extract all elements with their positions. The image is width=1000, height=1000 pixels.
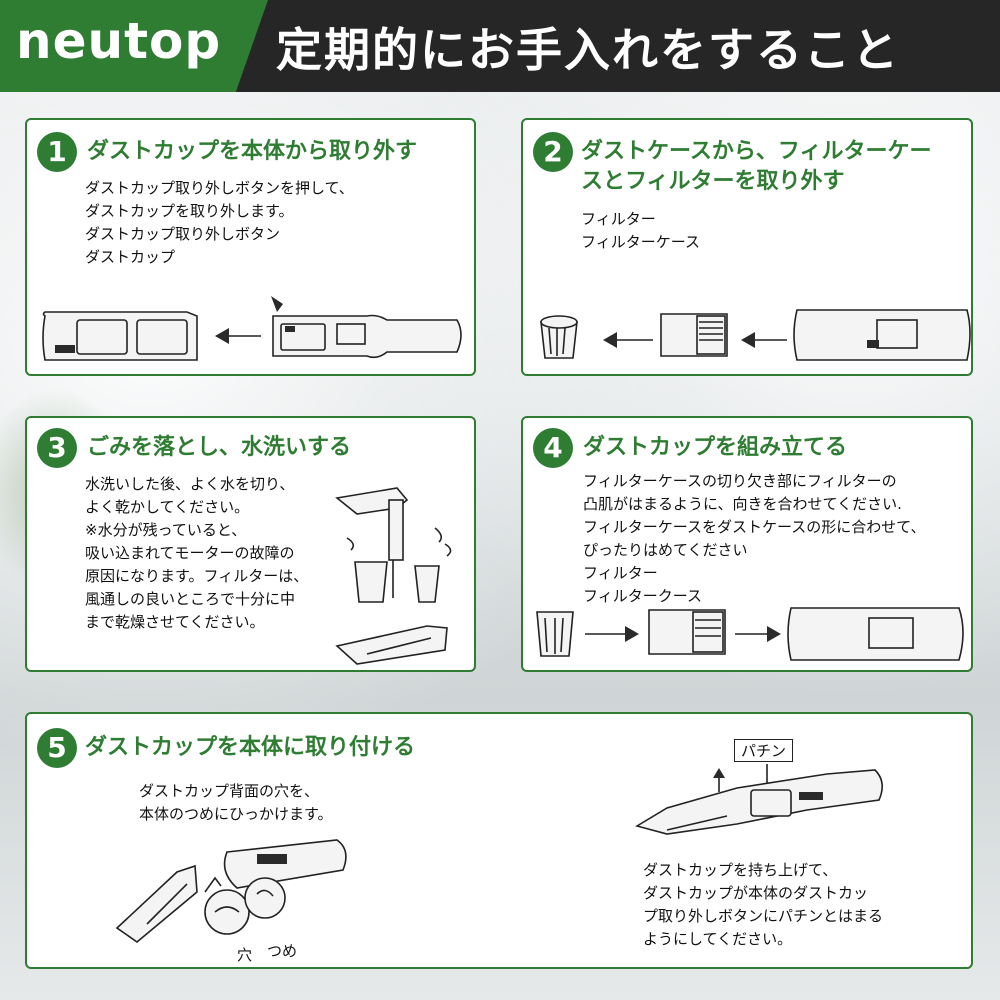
step-4-line: フィルター <box>583 564 658 582</box>
step-5-note-line: ダストカップが本体のダストカッ <box>643 884 869 902</box>
step-5-note-line: ようにしてください。 <box>643 930 793 948</box>
step-1-panel: 1 ダストカップを本体から取り外す ダストカップ取り外しボタンを押して、 ダスト… <box>25 118 476 376</box>
hole-label: 穴 <box>237 946 253 964</box>
step-4-body: フィルターケースの切り欠き部にフィルターの 凸肌がはまるように、向きを合わせてく… <box>583 470 925 608</box>
click-label: パチン <box>734 739 794 762</box>
logo-banner: neutop <box>0 0 268 92</box>
step-4-title: ダストカップを組み立てる <box>583 435 848 460</box>
step-1-number: 1 <box>37 132 77 172</box>
step-4-line: フィルターケースをダストケースの形に合わせて、 <box>583 518 926 536</box>
step-5-number: 5 <box>37 728 77 768</box>
step-1-title: ダストカップを本体から取り外す <box>87 139 418 164</box>
step-5-note-line: ダストカップを持ち上げて、 <box>643 861 838 879</box>
step-5-line: 本体のつめにひっかけます。 <box>139 805 333 823</box>
step-1-line: ダストカップ <box>85 248 176 266</box>
step-2-title-line-2: スとフィルターを取り外す <box>581 169 845 194</box>
step-5-line: ダストカップ背面の穴を、 <box>139 782 320 800</box>
step-4-number: 4 <box>533 428 573 468</box>
step-3-line: 吸い込まれてモーターの故障の <box>85 544 295 562</box>
attach-dust-cup-illustration <box>115 839 347 944</box>
step-2-number: 2 <box>533 132 573 172</box>
step-5-note: ダストカップを持ち上げて、 ダストカップが本体のダストカッ プ取り外しボタンにパ… <box>643 859 883 951</box>
step-1-line: ダストカップ取り外しボタンを押して、 <box>85 179 354 197</box>
step-2-title-line-1: ダストケースから、フィルターケー <box>581 139 932 164</box>
step-5-body: ダストカップ背面の穴を、 本体のつめにひっかけます。 <box>139 780 333 826</box>
step-4-panel: 4 ダストカップを組み立てる フィルターケースの切り欠き部にフィルターの 凸肌が… <box>521 416 973 672</box>
dust-cup-removal-illustration <box>42 296 462 361</box>
step-3-line: ※水分が残っていると、 <box>85 521 247 539</box>
step-3-title: ごみを落とし、水洗いする <box>87 435 352 460</box>
step-4-line: フィルタークース <box>583 587 702 605</box>
claw-label: つめ <box>267 942 298 960</box>
step-1-line: ダストカップを取り外します。 <box>85 202 294 220</box>
step-3-line: まで乾燥させてください。 <box>85 613 265 631</box>
step-3-number: 3 <box>37 428 77 468</box>
header-bar: neutop 定期的にお手入れをすること <box>0 0 1000 92</box>
attached-vacuum-illustration <box>634 764 883 835</box>
brand-logo: neutop <box>16 12 222 70</box>
step-1-line: ダストカップ取り外しボタン <box>85 225 281 243</box>
step-2-line: フィルター <box>581 210 656 228</box>
step-5-note-line: プ取り外しボタンにパチンとはまる <box>643 907 884 925</box>
step-5-title: ダストカップを本体に取り付ける <box>85 735 416 760</box>
assembly-illustration <box>536 607 964 661</box>
step-2-panel: 2 ダストケースから、フィルターケー スとフィルターを取り外す フィルター フィ… <box>521 118 973 376</box>
step-5-panel: 5 ダストカップを本体に取り付ける ダストカップ背面の穴を、 本体のつめにひっか… <box>25 712 973 969</box>
filter-removal-illustration <box>540 309 971 361</box>
step-1-body: ダストカップ取り外しボタンを押して、 ダストカップを取り外します。 ダストカップ… <box>85 177 354 269</box>
step-3-body: 水洗いした後、よく水を切り、 よく乾かしてください。 ※水分が残っていると、 吸… <box>85 473 308 634</box>
washing-illustration <box>335 487 452 665</box>
step-3-line: 原因になります。フィルターは、 <box>85 567 309 585</box>
step-2-line: フィルターケース <box>581 233 700 251</box>
step-2-body: フィルター フィルターケース <box>581 208 700 254</box>
step-3-line: 風通しの良いところで十分に中 <box>85 590 296 608</box>
step-4-line: ぴったりはめてください <box>583 541 748 559</box>
step-3-line: よく乾かしてください。 <box>85 498 250 516</box>
step-4-line: 凸肌がはまるように、向きを合わせてください. <box>583 495 902 513</box>
page-title: 定期的にお手入れをすること <box>276 23 900 77</box>
step-3-line: 水洗いした後、よく水を切り、 <box>85 475 295 493</box>
step-3-panel: 3 ごみを落とし、水洗いする 水洗いした後、よく水を切り、 よく乾かしてください… <box>25 416 476 672</box>
step-4-line: フィルターケースの切り欠き部にフィルターの <box>583 472 897 490</box>
